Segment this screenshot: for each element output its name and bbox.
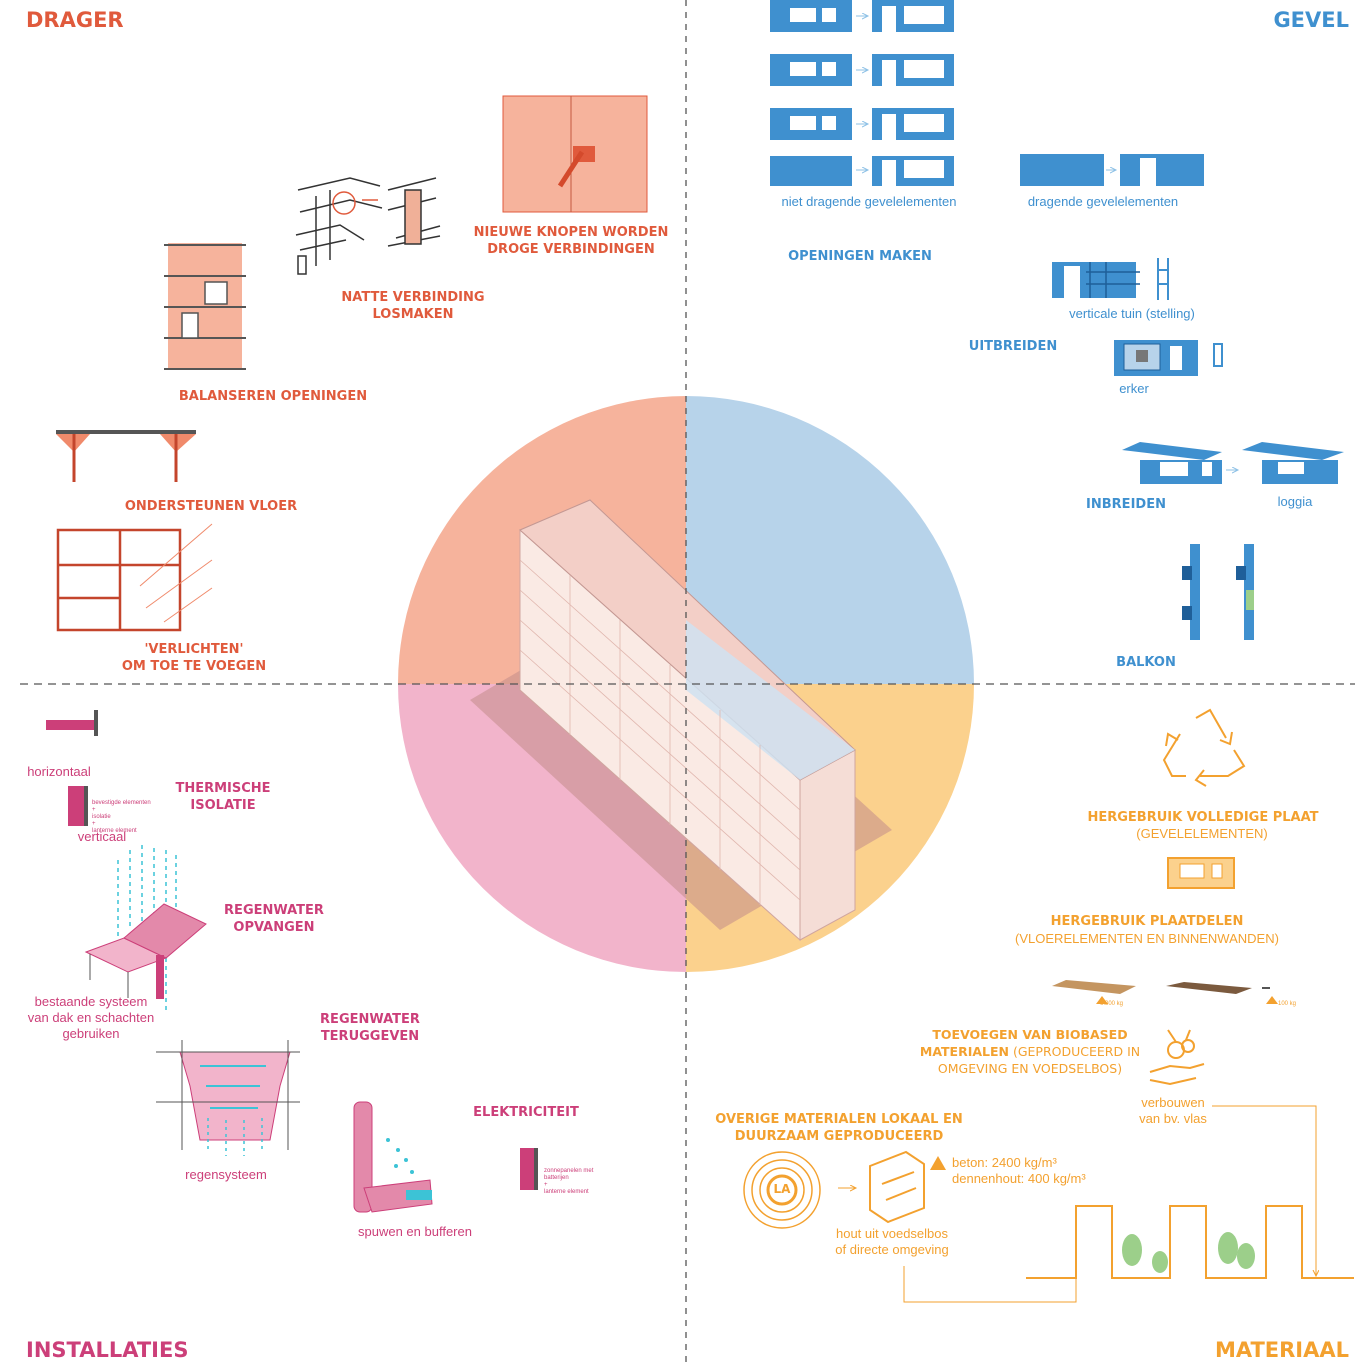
- label-hout-voedselbos: hout uit voedselbos of directe omgeving: [835, 1226, 949, 1257]
- label-overige-materialen: OVERIGE MATERIALEN LOKAAL EN DUURZAAM GE…: [715, 1112, 963, 1144]
- label-verticale-tuin: verticale tuin (stelling): [1069, 306, 1195, 321]
- label-spuwen: spuwen en bufferen: [358, 1224, 472, 1239]
- label-verbouwen: verbouwen van bv. vlas: [1139, 1095, 1207, 1126]
- inbreiden-illustration: [1122, 442, 1344, 484]
- label-biobased-bold: TOEVOEGEN VAN BIOBASED MATERIALEN: [919, 1027, 1128, 1059]
- label-elektriciteit: ELEKTRICITEIT: [473, 1105, 579, 1120]
- label-loggia: loggia: [1277, 494, 1313, 509]
- label-vloerelementen: (VLOERELEMENTEN EN BINNENWANDEN): [1015, 931, 1279, 946]
- local-logo-icon: [743, 1151, 821, 1229]
- materiaal-title: MATERIAAL: [1214, 1338, 1349, 1362]
- label-verticaal: verticaal: [77, 829, 127, 844]
- balkon-illustration: [1182, 544, 1254, 640]
- label-natte-verbinding: NATTE VERBINDING LOSMAKEN: [341, 290, 485, 322]
- label-biobased-normal: (GEPRODUCEERD IN OMGEVING EN VOEDSELBOS): [937, 1044, 1141, 1076]
- verticale-tuin-illustration: [1052, 258, 1169, 300]
- label-biobased: TOEVOEGEN VAN BIOBASED MATERIALEN (GEPRO…: [912, 1026, 1148, 1077]
- label-hergebruik-plaatdelen: HERGEBRUIK PLAATDELEN: [1050, 914, 1244, 929]
- gevel-title: GEVEL: [1273, 8, 1349, 32]
- droge-verbinding-illustration: [502, 95, 648, 213]
- ondersteunen-illustration: [56, 430, 196, 482]
- label-gevelelementen: (GEVELELEMENTEN): [1136, 826, 1268, 841]
- wood-log-icon: [869, 1150, 925, 1224]
- note-elektriciteit: zonnepanelen met batterijen + lanterne e…: [544, 1168, 594, 1195]
- label-ondersteunen: ONDERSTEUNEN VLOER: [124, 499, 298, 514]
- label-openingen-maken: OPENINGEN MAKEN: [788, 249, 932, 264]
- weight-100: 100 kg: [1278, 1001, 1297, 1007]
- niet-dragende-illustration: [770, 0, 954, 186]
- label-nieuwe-knopen: NIEUWE KNOPEN WORDEN DROGE VERBINDINGEN: [473, 225, 669, 257]
- foodforest-landscape-illustration: [903, 1105, 1354, 1303]
- note-verticaal: bevestigde elementen + isolatie + lanter…: [92, 800, 151, 834]
- label-balkon: BALKON: [1116, 655, 1176, 670]
- label-dragende: dragende gevelelementen: [1027, 194, 1179, 209]
- biobased-hand-icon: [1149, 1029, 1205, 1086]
- label-hergebruik-volledige: HERGEBRUIK VOLLEDIGE PLAAT: [1087, 810, 1319, 825]
- gevel-quadrant: [686, 396, 974, 684]
- erker-illustration: [1114, 340, 1223, 376]
- natte-verbinding-illustration: [295, 177, 441, 275]
- verticaal-illustration: [68, 786, 88, 826]
- logo-text: LA: [773, 1182, 791, 1196]
- label-thermische-isolatie: THERMISCHE ISOLATIE: [175, 781, 271, 813]
- label-regenwater-teruggeven: REGENWATER TERUGGEVEN: [320, 1012, 420, 1044]
- weight-6300: 6.300 kg: [1100, 1001, 1124, 1007]
- recycle-icon: [1162, 708, 1246, 787]
- spuwen-illustration: [353, 1101, 433, 1213]
- trees-illustration: [1122, 1232, 1255, 1273]
- label-regensysteem: regensysteem: [185, 1167, 267, 1182]
- regenwater-opvangen-illustration: [84, 845, 207, 1010]
- label-uitbreiden: UITBREIDEN: [968, 339, 1058, 354]
- horizontaal-illustration: [46, 710, 98, 736]
- label-balanseren: BALANSEREN OPENINGEN: [178, 389, 368, 404]
- label-beton: beton: 2400 kg/m³: [952, 1155, 1057, 1170]
- balanseren-illustration: [164, 243, 246, 370]
- label-dennenhout: dennenhout: 400 kg/m³: [952, 1171, 1086, 1186]
- label-erker: erker: [1119, 381, 1149, 396]
- regensysteem-illustration: [156, 1040, 300, 1156]
- label-regenwater-opvangen: REGENWATER OPVANGEN: [224, 903, 324, 935]
- label-bestaande-systeem: bestaande systeem van dak en schachten g…: [27, 994, 155, 1041]
- verlichten-illustration: [56, 523, 213, 632]
- weight-icon: [930, 1156, 946, 1170]
- label-verlichten: 'VERLICHTEN' OM TOE TE VOEGEN: [121, 642, 267, 674]
- elektriciteit-illustration: [520, 1148, 538, 1190]
- label-inbreiden: INBREIDEN: [1086, 497, 1166, 512]
- dragende-illustration: [1020, 154, 1204, 186]
- plaatdelen-illustration: [1052, 980, 1278, 1004]
- label-niet-dragende: niet dragende gevelelementen: [781, 194, 957, 209]
- label-horizontaal: horizontaal: [27, 764, 91, 779]
- central-building: [470, 499, 892, 942]
- installaties-title: INSTALLATIES: [26, 1338, 189, 1362]
- drager-title: DRAGER: [26, 8, 124, 32]
- volledige-plaat-illustration: [1167, 857, 1235, 889]
